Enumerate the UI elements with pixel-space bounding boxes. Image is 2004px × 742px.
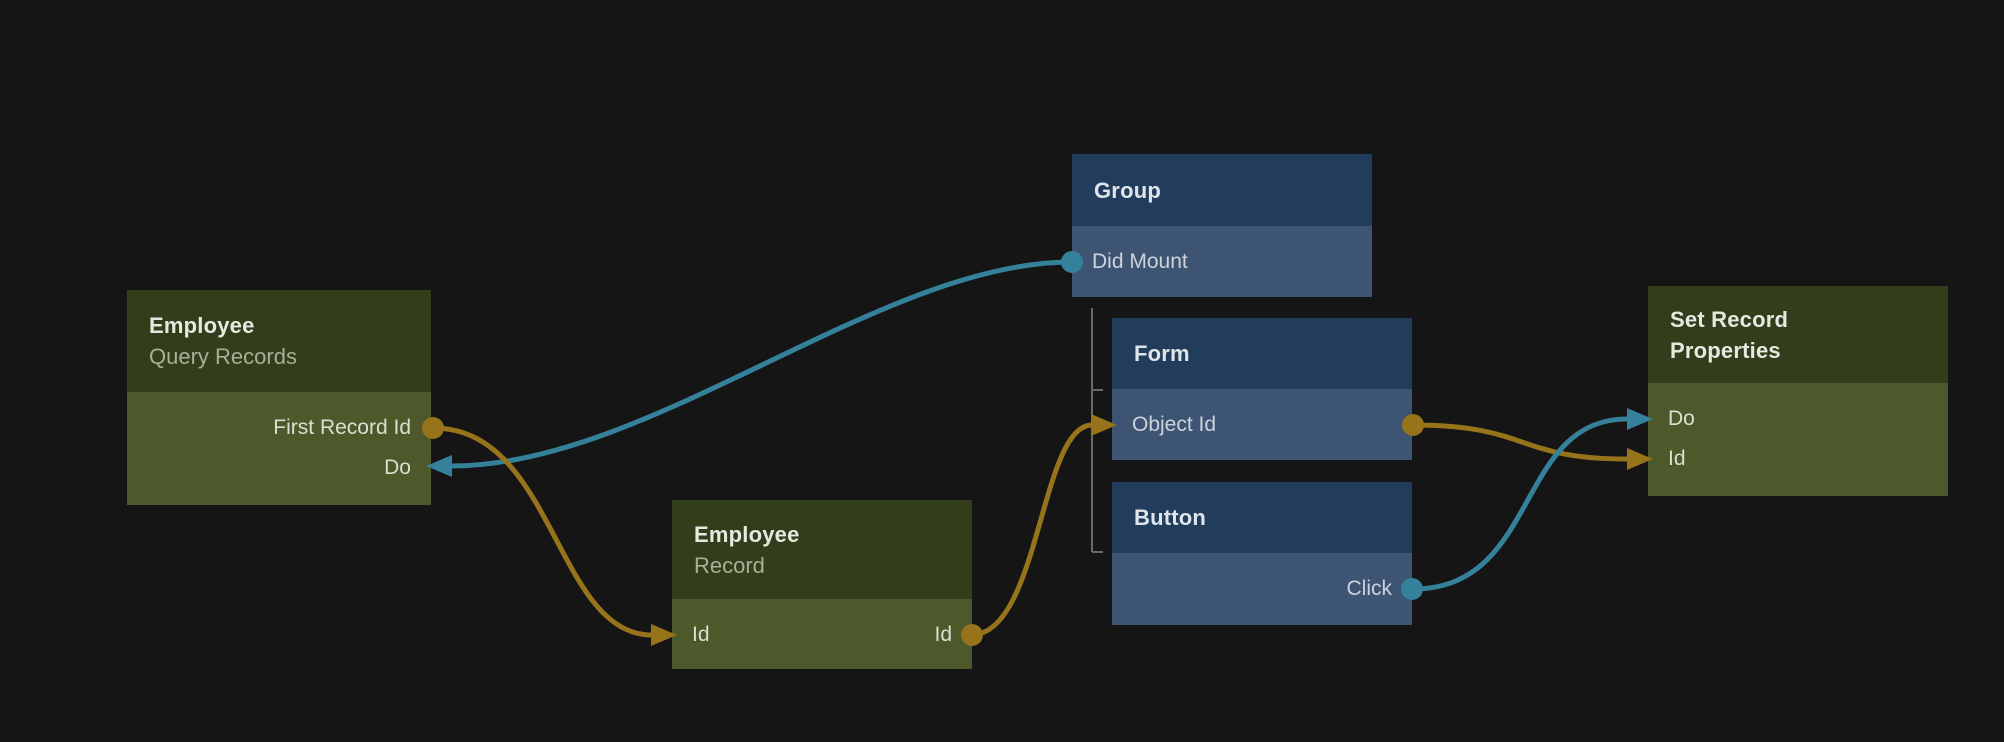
node-form[interactable]: Form Object Id [1112,318,1412,460]
port-set-id[interactable]: Id [1648,439,1948,479]
port-label: Do [384,456,411,479]
port-label: Did Mount [1092,250,1188,273]
node-title: Button [1134,505,1207,530]
node-header[interactable]: Employee Record [672,500,972,599]
node-ports: First Record Id Do [127,392,431,505]
port-do[interactable]: Do [127,448,431,488]
node-ports: Do Id [1648,383,1948,496]
connection-did-mount-to-do[interactable] [449,259,1074,469]
port-id-output[interactable]: Id [934,623,952,646]
connection-object-id-to-set-id[interactable] [1410,422,1630,462]
connection-click-to-set-do[interactable] [1410,416,1630,592]
node-header[interactable]: Set Record Properties [1648,286,1948,383]
node-title: Employee [149,313,255,338]
node-header[interactable]: Button [1112,482,1412,553]
node-ports: Id Id [672,599,972,669]
port-label: First Record Id [273,416,411,439]
node-subtitle: Record [694,552,765,578]
connection-first-record-id-to-record-id[interactable] [430,425,655,638]
port-click[interactable]: Click [1112,569,1412,609]
node-header[interactable]: Employee Query Records [127,290,431,392]
node-set-record-properties[interactable]: Set Record Properties Do Id [1648,286,1948,496]
connection-record-id-to-object-id[interactable] [968,422,1095,638]
port-label: Do [1668,407,1695,430]
node-ports: Object Id [1112,389,1412,460]
port-did-mount[interactable]: Did Mount [1072,242,1372,282]
node-title: Form [1134,341,1190,366]
node-group[interactable]: Group Did Mount [1072,154,1372,297]
node-title: Employee [694,521,800,547]
port-set-do[interactable]: Do [1648,399,1948,439]
node-ports: Click [1112,553,1412,625]
node-header[interactable]: Group [1072,154,1372,226]
port-label: Id [1668,447,1686,470]
node-title: Set Record Properties [1670,306,1789,363]
node-subtitle: Query Records [149,344,297,369]
node-employee-record[interactable]: Employee Record Id Id [672,500,972,669]
port-label: Click [1346,577,1393,600]
port-first-record-id[interactable]: First Record Id [127,408,431,448]
node-button[interactable]: Button Click [1112,482,1412,625]
port-object-id[interactable]: Object Id [1112,405,1412,445]
port-id-input[interactable]: Id [692,623,710,646]
children-connector-line [1091,308,1103,553]
port-row-id[interactable]: Id Id [672,615,972,655]
node-title: Group [1094,177,1161,203]
node-header[interactable]: Form [1112,318,1412,389]
node-ports: Did Mount [1072,226,1372,297]
port-label: Object Id [1132,413,1217,436]
node-employee-query-records[interactable]: Employee Query Records First Record Id D… [127,290,431,505]
